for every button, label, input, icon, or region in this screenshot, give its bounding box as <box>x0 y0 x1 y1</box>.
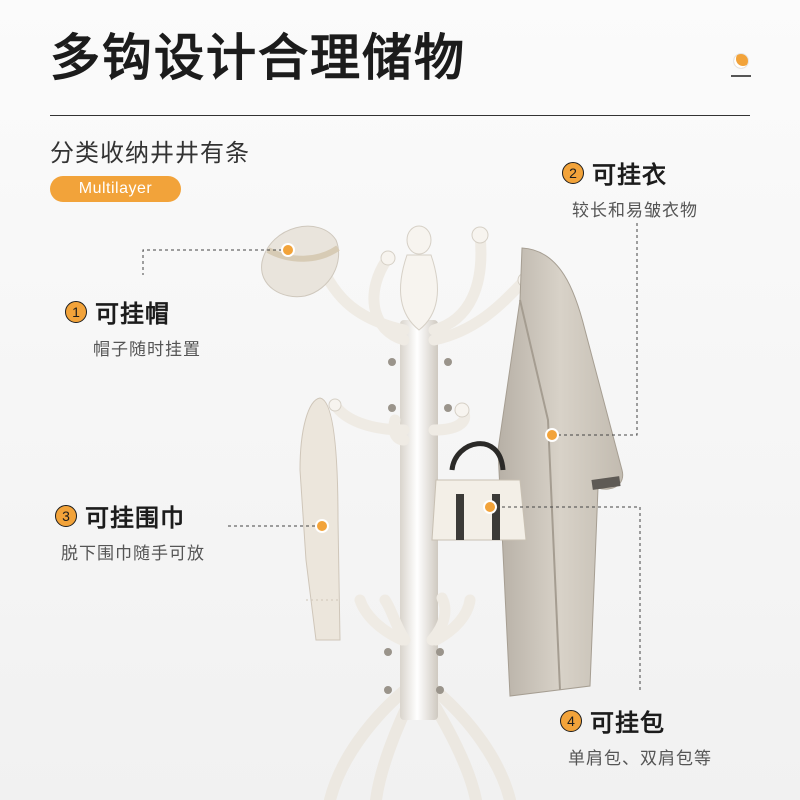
callout-number: 4 <box>560 709 582 732</box>
callout-bag: 4 可挂包 单肩包、双肩包等 <box>560 703 712 769</box>
leader-lines <box>142 220 641 690</box>
callout-title: 可挂围巾 <box>85 504 185 532</box>
coat <box>497 247 624 697</box>
rack-pole <box>400 320 438 720</box>
lower-hooks <box>354 592 476 646</box>
marker-dot-icon <box>315 519 329 533</box>
bolts <box>384 358 452 694</box>
callout-hat: 1 可挂帽 帽子随时挂置 <box>65 294 201 360</box>
subtitle: 分类收纳井井有条 <box>50 139 250 167</box>
marker-dot-icon <box>733 53 749 69</box>
callout-title: 可挂帽 <box>95 300 170 328</box>
corner-underline <box>731 75 751 77</box>
callout-number: 3 <box>55 504 77 527</box>
callout-number: 1 <box>65 300 87 323</box>
callout-desc: 单肩包、双肩包等 <box>568 749 712 769</box>
callout-desc: 帽子随时挂置 <box>93 340 201 360</box>
page-title: 多钩设计合理储物 <box>50 29 466 87</box>
hat <box>261 225 340 298</box>
multilayer-badge: Multilayer <box>50 176 181 202</box>
callout-number: 2 <box>562 161 584 184</box>
callout-title: 可挂衣 <box>592 161 667 189</box>
callout-title: 可挂包 <box>590 709 665 737</box>
handbag <box>431 441 527 541</box>
callout-coat: 2 可挂衣 较长和易皱衣物 <box>562 155 698 221</box>
marker-dot-icon <box>545 428 559 442</box>
callout-desc: 脱下围巾随手可放 <box>61 544 205 564</box>
title-divider <box>50 115 750 116</box>
callout-scarf: 3 可挂围巾 脱下围巾随手可放 <box>55 498 205 564</box>
marker-dot-icon <box>281 243 295 257</box>
marker-dots <box>281 243 559 533</box>
rack-finial <box>400 225 438 331</box>
marker-dot-icon <box>483 500 497 514</box>
callout-desc: 较长和易皱衣物 <box>572 201 698 221</box>
scarf <box>299 397 341 641</box>
